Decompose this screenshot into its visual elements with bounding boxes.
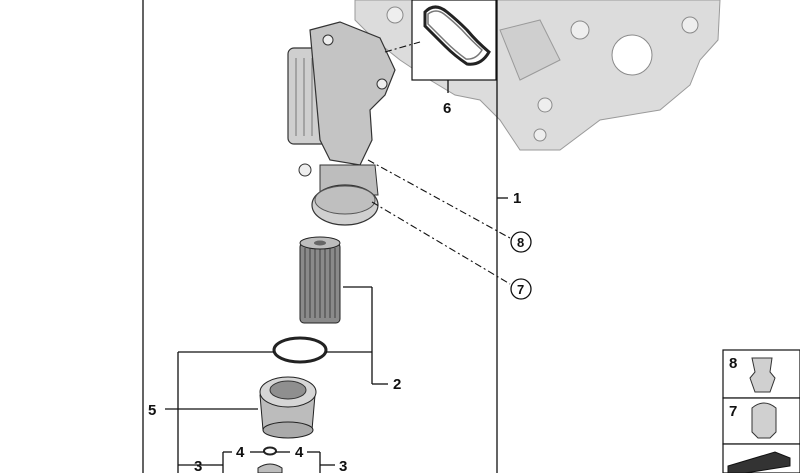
clamp-part-icon <box>751 402 777 439</box>
legend-label-7: 7 <box>729 403 737 420</box>
legend-box: 8 7 <box>722 349 800 473</box>
oil-filter-housing <box>287 21 396 226</box>
leader-lines <box>142 0 511 473</box>
callout-8: 8 <box>517 235 524 250</box>
callout-6: 6 <box>443 100 451 117</box>
drain-plug <box>257 463 283 473</box>
callout-2: 2 <box>393 376 401 393</box>
filter-cap <box>259 376 317 439</box>
o-ring <box>272 336 328 364</box>
shim-part-icon <box>727 451 791 473</box>
callout-4-right: 4 <box>295 444 304 461</box>
engine-block <box>354 0 721 151</box>
callout-5: 5 <box>148 402 156 419</box>
callout-3-left: 3 <box>194 458 202 473</box>
oil-filter-element <box>299 236 341 324</box>
clip-part-icon <box>749 357 776 393</box>
callout-1: 1 <box>513 190 521 207</box>
callout-3-right: 3 <box>339 458 347 473</box>
seal-ring <box>263 446 277 456</box>
callout-4-left: 4 <box>236 444 245 461</box>
callout-8-circle <box>510 231 532 253</box>
callout-7: 7 <box>517 282 524 297</box>
legend-label-8: 8 <box>729 355 737 372</box>
gasket-part <box>411 0 497 81</box>
callout-7-circle <box>510 278 532 300</box>
